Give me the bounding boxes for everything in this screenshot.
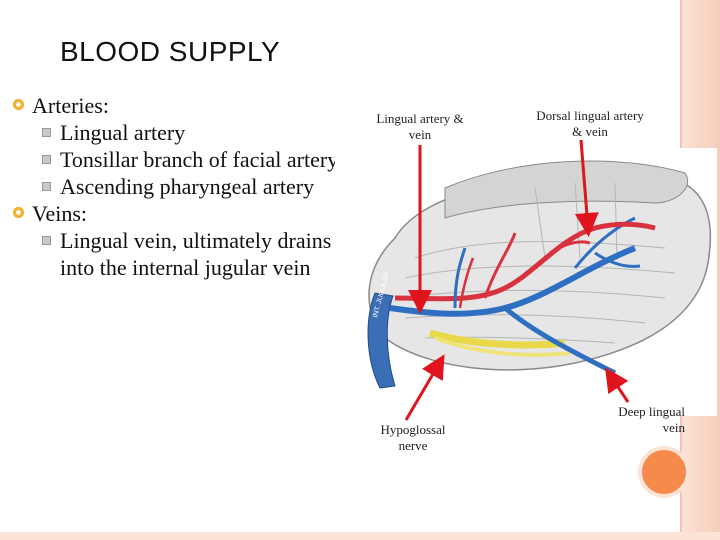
square-bullet-icon	[42, 128, 51, 137]
deep-lingual-vein	[503, 306, 617, 376]
square-bullet-icon	[42, 182, 51, 191]
tongue-blood-supply-illustration: INT. JUGULAR	[335, 148, 717, 416]
internal-jugular-vein	[367, 292, 396, 389]
slide-title: BLOOD SUPPLY	[60, 36, 281, 67]
decorative-dot	[642, 450, 686, 494]
bottom-frame	[0, 532, 720, 540]
lingual-artery	[394, 221, 656, 302]
bullet-veins: Veins:	[10, 200, 340, 227]
arteries-heading: Arteries:	[32, 93, 109, 118]
label-deep-lingual: Deep lingual vein	[618, 404, 685, 435]
bullet-artery-1: Lingual artery	[10, 119, 340, 146]
bullet-vein-1: Lingual vein, ultimately drains into the…	[10, 227, 340, 281]
bullet-arteries: Arteries:	[10, 92, 340, 119]
bullet-list: Arteries: Lingual artery Tonsillar branc…	[10, 92, 340, 281]
gear-bullet-icon	[12, 98, 25, 111]
square-bullet-icon	[42, 236, 51, 245]
bullet-artery-3: Ascending pharyngeal artery	[10, 173, 340, 200]
dorsal-lingual-artery	[483, 232, 517, 299]
label-dorsal-lingual: Dorsal lingual artery & vein	[536, 108, 644, 139]
square-bullet-icon	[42, 155, 51, 164]
tongue-dorsum	[444, 160, 688, 219]
gear-bullet-icon	[12, 206, 25, 219]
label-lingual-artery-vein: Lingual artery & vein	[376, 111, 464, 142]
hypoglossal-nerve	[429, 329, 566, 349]
bullet-artery-2: Tonsillar branch of facial artery	[10, 146, 340, 173]
label-hypoglossal: Hypoglossal nerve	[380, 422, 446, 453]
veins-heading: Veins:	[32, 201, 87, 226]
